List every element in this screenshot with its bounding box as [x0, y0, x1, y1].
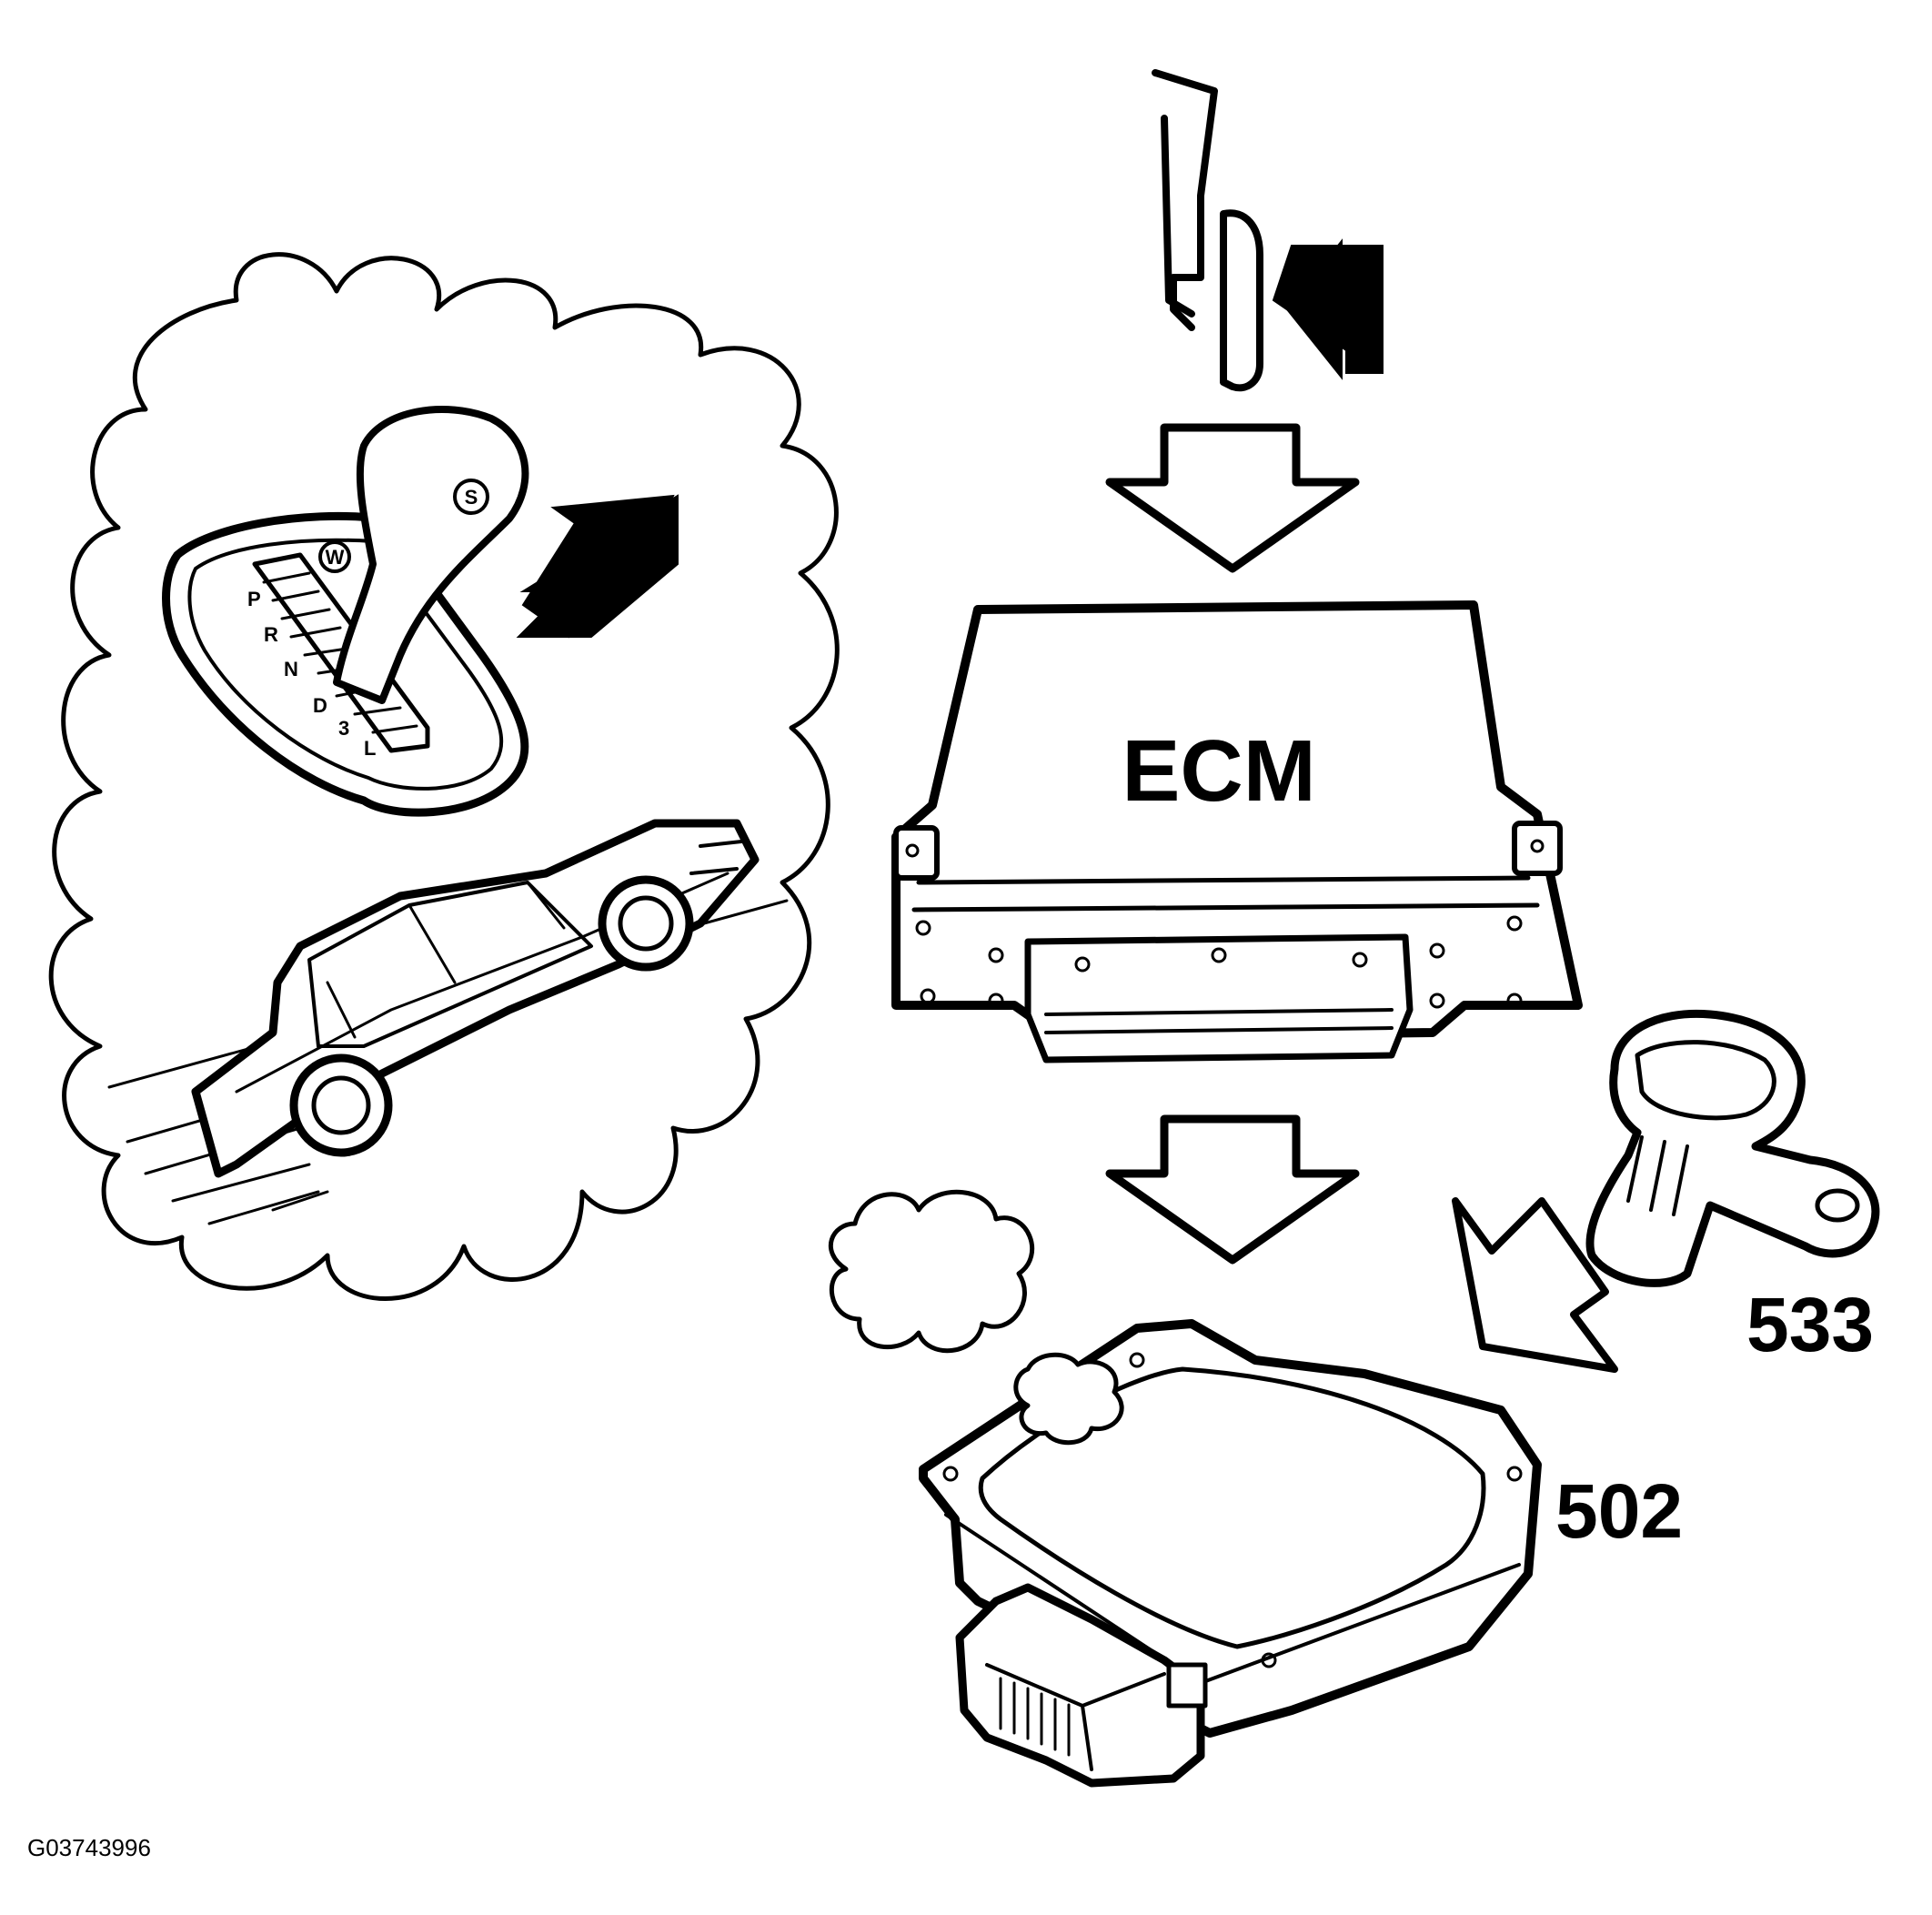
selector-input-arrow-icon [521, 494, 675, 639]
mode-s-label: S [465, 486, 478, 509]
gear-n: N [284, 658, 298, 680]
ecm-to-tcm-arrow-icon [1105, 1114, 1360, 1265]
ecm-label: ECM [1122, 722, 1315, 820]
mode-w-badge [318, 540, 351, 573]
ecm-module: ECM [891, 600, 1583, 1063]
sensor-to-tcm-arrow-icon [1452, 1197, 1618, 1373]
gear-r: R [264, 623, 278, 646]
gear-p: P [247, 588, 261, 610]
callout-502-label: 502 [1555, 1468, 1683, 1554]
mode-w-label: W [326, 546, 345, 569]
sensor-533: 533 [1585, 1009, 1880, 1367]
pedal-to-ecm-arrow-icon [1105, 423, 1360, 573]
gear-3: 3 [338, 717, 349, 740]
tcm-module-502: 502 [919, 1319, 1683, 1788]
gear-d: D [313, 694, 327, 717]
mode-s-badge [453, 479, 489, 515]
callout-533-label: 533 [1746, 1282, 1874, 1367]
figure-reference: G03743996 [27, 1834, 151, 1861]
accelerator-pedal-illustration [1152, 69, 1263, 392]
gear-l: L [364, 737, 376, 760]
car-on-incline-illustration [107, 819, 789, 1225]
pedal-arrow-head-icon [1285, 238, 1343, 380]
gear-selector-illustration: S W P R N D 3 L [162, 406, 529, 817]
small-cloud [828, 1189, 1035, 1354]
